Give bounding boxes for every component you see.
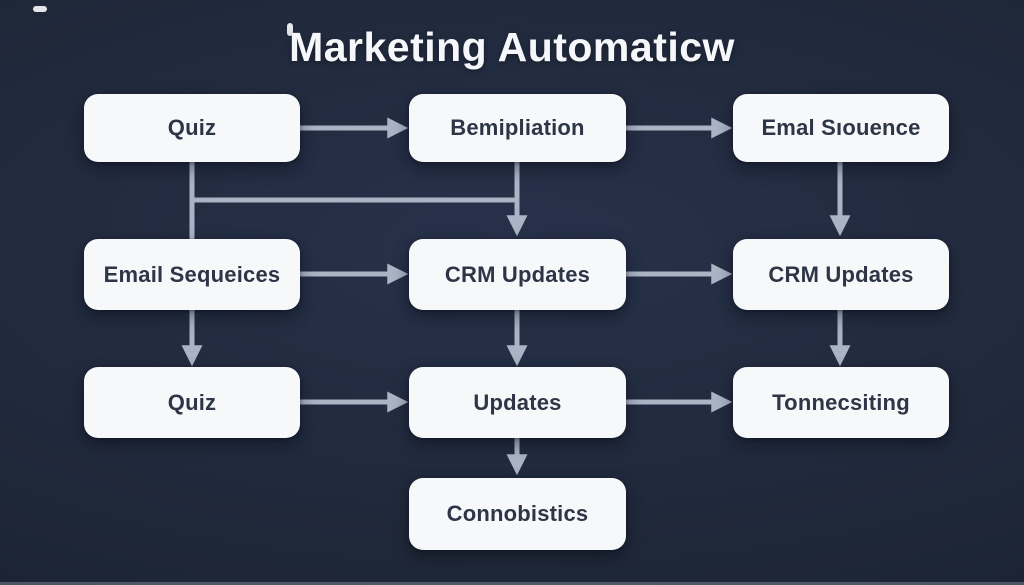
node-updates: Updates — [409, 367, 626, 438]
node-quiz-bottom: Quiz — [84, 367, 300, 438]
node-crm-updates-center: CRM Updates — [409, 239, 626, 310]
image-artifact — [287, 23, 293, 36]
node-email-sequeices: Email Sequeices — [84, 239, 300, 310]
node-emal-siouence: Emal Sıouence — [733, 94, 949, 162]
image-artifact — [33, 6, 47, 12]
node-crm-updates-right: CRM Updates — [733, 239, 949, 310]
node-quiz-top: Quiz — [84, 94, 300, 162]
node-tonnecsiting: Tonnecsiting — [733, 367, 949, 438]
diagram-title: Marketing Automaticw — [289, 24, 735, 70]
bottom-edge-highlight — [0, 582, 1024, 585]
node-bemipliation: Bemipliation — [409, 94, 626, 162]
node-connobistics: Connobistics — [409, 478, 626, 550]
